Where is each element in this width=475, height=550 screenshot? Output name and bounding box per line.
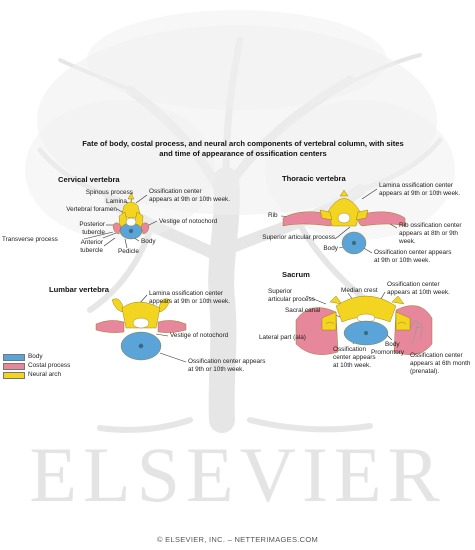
cervical-ossification-label: Ossification center appears at 9th or 10… bbox=[149, 188, 231, 203]
sacrum-heading: Sacrum bbox=[282, 270, 310, 279]
thoracic-rib-ossification-label: Rib ossification center appears at 8th o… bbox=[399, 222, 462, 245]
sacrum-promontory-label: Promontory bbox=[371, 349, 405, 356]
legend-swatch-neural-arch bbox=[3, 372, 25, 379]
legend-item-body: Body bbox=[3, 353, 83, 362]
legend-item-costal-process: Costal process bbox=[3, 362, 83, 371]
cervical-vertebra-drawing bbox=[112, 192, 150, 240]
thoracic-rib-label: Rib bbox=[268, 212, 278, 219]
thoracic-ossification-label: Ossification center appears at 9th or 10… bbox=[374, 249, 452, 264]
cervical-heading: Cervical vertebra bbox=[58, 175, 120, 184]
lumbar-lamina-ossification-label: Lamina ossification center appears at 9t… bbox=[149, 290, 231, 305]
thoracic-heading: Thoracic vertebra bbox=[282, 174, 346, 183]
sacrum-body-label: Body bbox=[385, 341, 400, 348]
sacrum-median-crest-label: Median crest bbox=[341, 287, 378, 294]
color-legend: Body Costal process Neural arch bbox=[3, 353, 83, 380]
sacrum-drawing bbox=[295, 295, 433, 355]
cervical-body-label: Body bbox=[141, 238, 156, 245]
cervical-spinous-process-label: Spinous process bbox=[85, 189, 133, 196]
thoracic-body-label: Body bbox=[323, 245, 338, 252]
cervical-notochord-label: Vestige of notochord bbox=[159, 218, 218, 225]
cervical-posterior-tubercle-label: Posterior tubercle bbox=[79, 221, 105, 236]
figure-title: Fate of body, costal process, and neural… bbox=[82, 139, 404, 158]
legend-swatch-costal-process bbox=[3, 363, 25, 370]
legend-label-costal-process: Costal process bbox=[28, 362, 71, 369]
lumbar-ossification-label: Ossification center appears at 9th or 10… bbox=[188, 358, 266, 373]
legend-label-body: Body bbox=[28, 353, 43, 360]
thoracic-superior-articular-label: Superior articular process bbox=[262, 234, 335, 241]
thoracic-lamina-ossification-label: Lamina ossification center appears at 9t… bbox=[379, 182, 461, 197]
sacrum-lateral-part-label: Lateral part (ala) bbox=[259, 334, 306, 341]
watermark-wordmark: ELSEVIER bbox=[29, 431, 446, 518]
lumbar-heading: Lumbar vertebra bbox=[49, 285, 109, 294]
cervical-vertebral-foramen-label: Vertebral foramen bbox=[66, 206, 117, 213]
cervical-transverse-process-label: Transverse process bbox=[2, 236, 58, 243]
sacrum-sacral-canal-label: Sacral canal bbox=[285, 307, 321, 314]
copyright-footer: © ELSEVIER, INC. – NETTERIMAGES.COM bbox=[156, 535, 319, 544]
legend-label-neural-arch: Neural arch bbox=[28, 371, 62, 378]
cervical-lamina-label: Lamina bbox=[106, 198, 127, 205]
thoracic-vertebra-drawing bbox=[282, 189, 406, 255]
sacrum-ossification-top-label: Ossification center appears at 10th week… bbox=[387, 281, 450, 296]
lumbar-vertebra-drawing bbox=[95, 298, 187, 361]
sacrum-ossification-mid-label: Ossification center appears at 10th week… bbox=[333, 346, 376, 369]
artist-signature bbox=[409, 320, 423, 345]
sacrum-superior-articular-label: Superior articular process bbox=[268, 288, 315, 303]
lumbar-notochord-label: Vestige of notochord bbox=[170, 332, 229, 339]
legend-item-neural-arch: Neural arch bbox=[3, 371, 83, 380]
cervical-pedicle-label: Pedicle bbox=[118, 248, 139, 255]
legend-swatch-body bbox=[3, 354, 25, 361]
sacrum-ossification-right-label: Ossification center appears at 6th month… bbox=[410, 352, 471, 375]
cervical-anterior-tubercle-label: Anterior tubercle bbox=[80, 239, 103, 254]
